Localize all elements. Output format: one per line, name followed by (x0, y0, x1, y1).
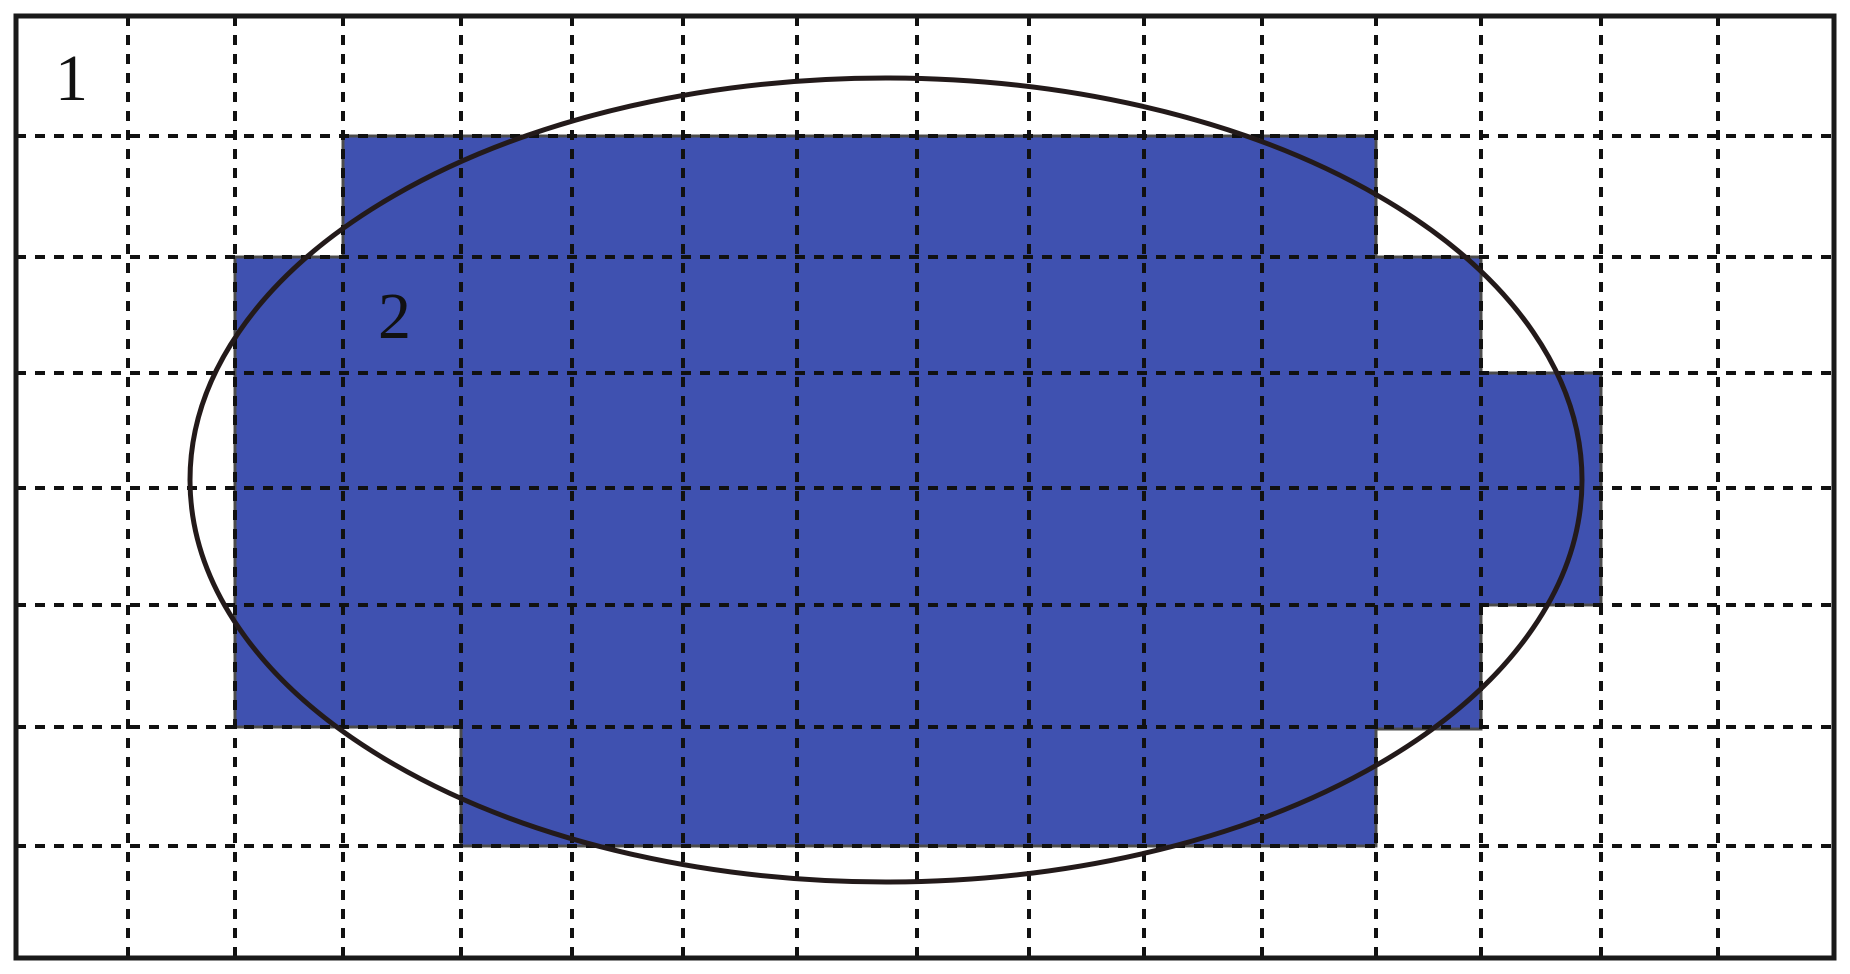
outer-border (13, 13, 1837, 961)
dashed-grid (16, 16, 1834, 958)
region-label-2: 2 (378, 280, 411, 353)
region-label-1: 1 (55, 42, 88, 115)
ellipse-outline (187, 75, 1585, 885)
